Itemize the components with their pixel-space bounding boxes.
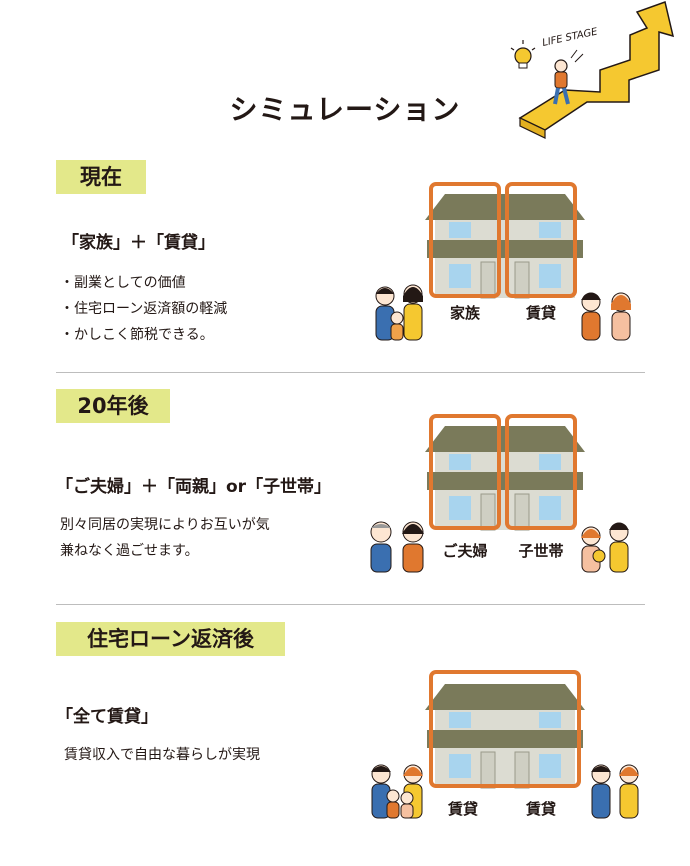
section-badge-20-years: 20年後 — [56, 389, 170, 423]
house-label-right: 賃貸 — [525, 800, 556, 818]
section-headline-now: 「家族」＋「賃貸」 — [62, 233, 215, 253]
house-illustration-now: 家族 賃貸 — [375, 182, 631, 341]
house — [425, 684, 585, 789]
tenant-figures-right — [581, 292, 631, 341]
description-line: 賃貸収入で自由な暮らしが実現 — [64, 747, 260, 763]
section-headline-20-years: 「ご夫婦」＋「両親」or「子世帯」 — [56, 477, 332, 497]
section-description-after-loan: 賃貸収入で自由な暮らしが実現 — [64, 742, 260, 768]
elderly-couple-figures — [370, 521, 424, 573]
section-headline-after-loan: 「全て賃貸」 — [56, 707, 158, 727]
house-label-left: 賃貸 — [447, 800, 478, 818]
list-item: 副業としての価値 — [60, 270, 227, 296]
family-figures-left — [375, 284, 423, 341]
page-title: シミュレーション — [229, 93, 461, 126]
tenant-family-figures-left — [371, 764, 423, 819]
tenant-couple-figures-right — [591, 764, 639, 819]
life-stage-text: LIFE STAGE — [541, 26, 599, 49]
house-label-left: ご夫婦 — [442, 542, 487, 560]
section-divider — [56, 604, 645, 605]
house-label-left: 家族 — [450, 304, 481, 322]
section-description-20-years: 別々同居の実現によりお互いが気 兼ねなく過ごせます。 — [60, 512, 270, 564]
life-stage-illustration: LIFE STAGE — [510, 1, 675, 139]
description-line: 兼ねなく過ごせます。 — [60, 543, 199, 559]
child-household-figures — [581, 522, 629, 573]
house-illustration-20-years: ご夫婦 子世帯 — [370, 414, 629, 573]
section-badge-now: 現在 — [56, 160, 146, 194]
list-item: 住宅ローン返済額の軽減 — [60, 296, 227, 322]
benefit-list: 副業としての価値 住宅ローン返済額の軽減 かしこく節税できる。 — [60, 270, 227, 348]
description-line: 別々同居の実現によりお互いが気 — [60, 517, 270, 533]
section-divider — [56, 372, 645, 373]
house-label-right: 賃貸 — [525, 304, 556, 322]
house-illustration-after-loan: 賃貸 賃貸 — [371, 670, 639, 819]
list-item: かしこく節税できる。 — [60, 322, 227, 348]
house-label-right: 子世帯 — [518, 542, 563, 560]
section-badge-after-loan: 住宅ローン返済後 — [56, 622, 285, 656]
